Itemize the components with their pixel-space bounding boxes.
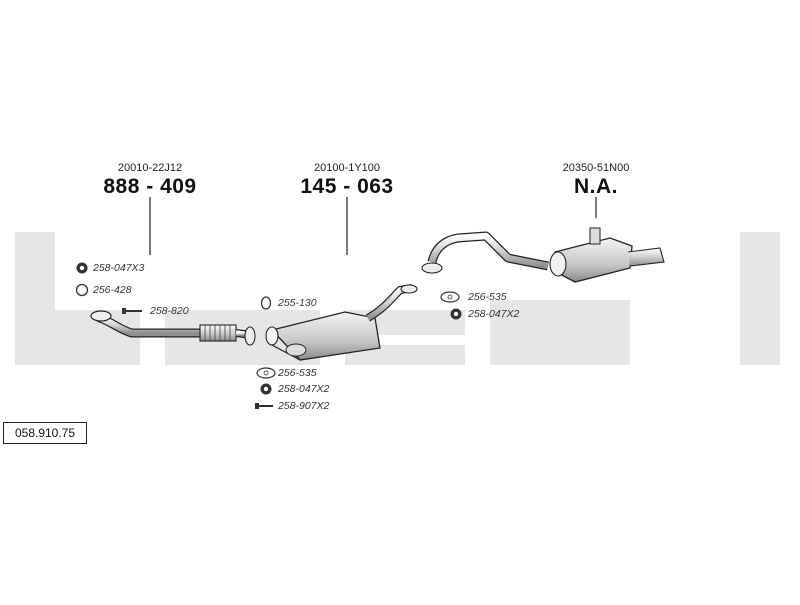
middle-silencer-145-063: [265, 284, 418, 361]
callout-256-535-mid: 256-535: [278, 367, 317, 379]
ring-icon-256-428: [75, 283, 89, 297]
part-number-middle: 145 - 063: [300, 175, 394, 198]
rear-silencer-na: [421, 227, 665, 283]
nut-icon-258-047X2-rear: [450, 308, 462, 320]
leader-lines: [149, 197, 597, 255]
nut-icon-258-047X3: [76, 262, 88, 274]
oe-number-rear: 20350-51N00: [562, 162, 630, 174]
bolt-icon-258-907X2: [255, 403, 273, 409]
callout-256-535-rear: 256-535: [468, 291, 507, 303]
ring-icon-255-130: [260, 296, 272, 310]
bosal-watermark: [15, 232, 780, 365]
callout-256-428: 256-428: [93, 284, 132, 296]
part-icons: [75, 262, 462, 409]
part-number-rear: N.A.: [574, 175, 618, 198]
gasket-icon-256-535-mid: [256, 367, 276, 379]
callout-258-047X3: 258-047X3: [93, 262, 145, 274]
part-number-front: 888 - 409: [103, 175, 197, 198]
nut-icon-258-047X2-mid: [260, 383, 272, 395]
gasket-icon-256-535-rear: [440, 291, 460, 303]
catalog-number: 058.910.75: [3, 422, 87, 444]
bolt-icon-258-820: [122, 308, 142, 314]
callout-258-820: 258-820: [150, 305, 189, 317]
oe-number-middle: 20100-1Y100: [313, 162, 381, 174]
callout-255-130: 255-130: [278, 297, 317, 309]
oe-number-front: 20010-22J12: [117, 162, 183, 174]
callout-258-047X2-mid: 258-047X2: [278, 383, 330, 395]
front-pipe-888-409: [90, 310, 256, 346]
callout-258-047X2-rear: 258-047X2: [468, 308, 520, 320]
callout-258-907X2: 258-907X2: [278, 400, 330, 412]
